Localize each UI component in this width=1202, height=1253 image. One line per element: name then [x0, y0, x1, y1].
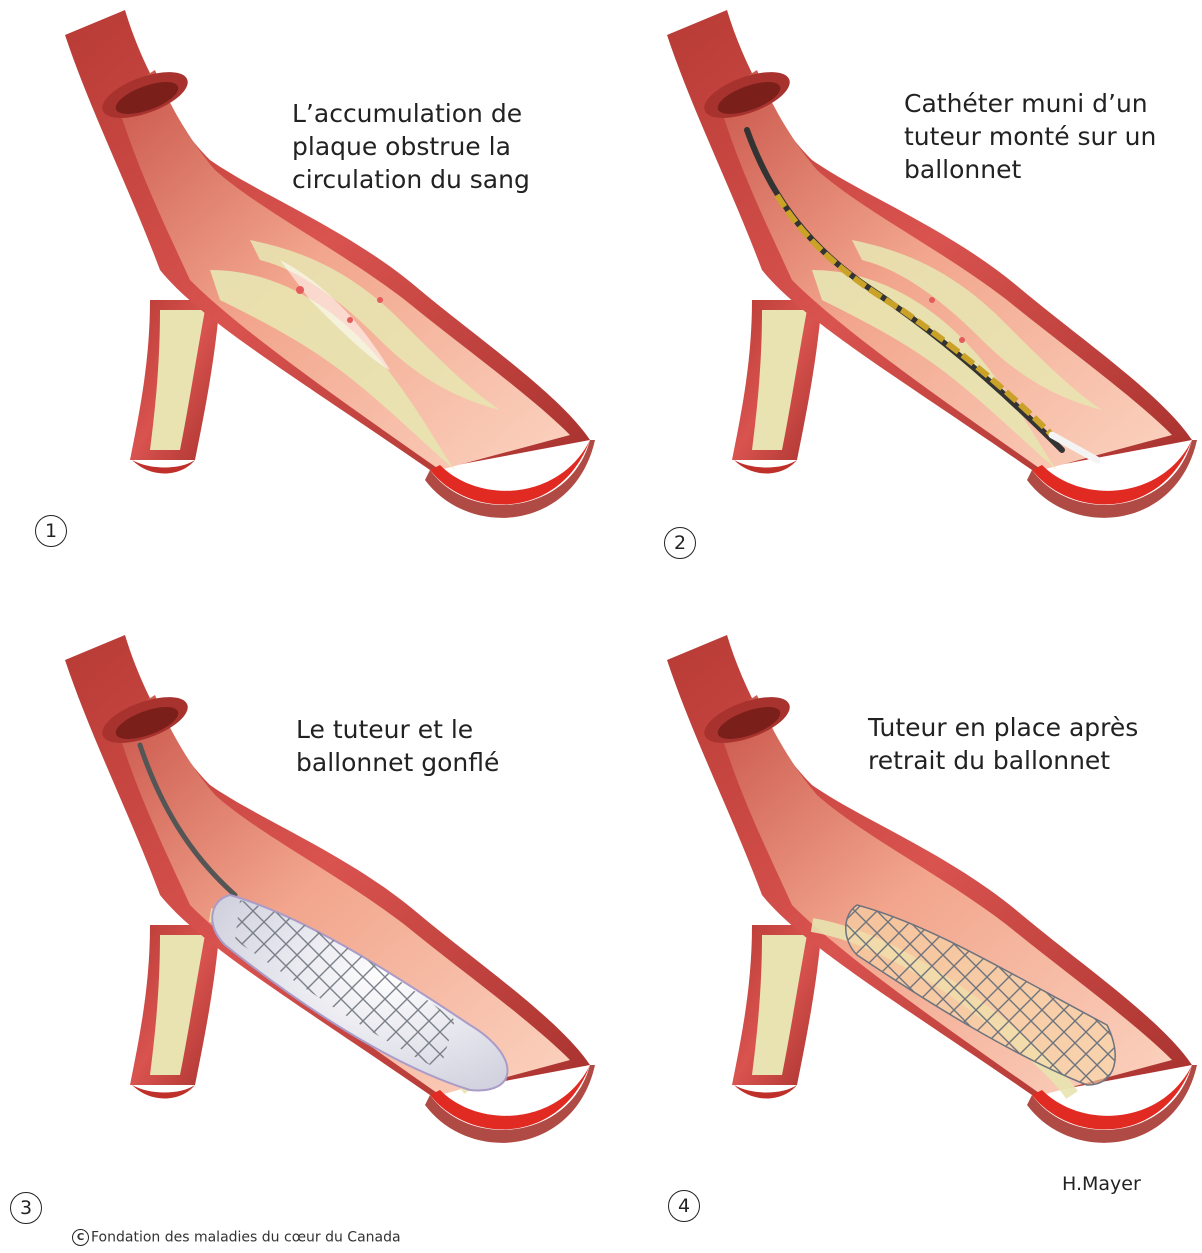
panel-4: Tuteur en place après retrait du ballonn… [602, 625, 1202, 1245]
panel-2: Cathéter muni d’un tuteur monté sur un b… [602, 0, 1202, 620]
step-number-1: 1 [35, 515, 67, 547]
step-number-4: 4 [668, 1190, 700, 1222]
caption-1: L’accumulation de plaque obstrue la circ… [292, 97, 530, 196]
caption-line: circulation du sang [292, 163, 530, 196]
caption-line: L’accumulation de [292, 97, 530, 130]
caption-2: Cathéter muni d’un tuteur monté sur un b… [904, 87, 1156, 186]
caption-line: Cathéter muni d’un [904, 87, 1156, 120]
copyright-icon: C [72, 1229, 89, 1246]
copyright-text: Fondation des maladies du cœur du Canada [91, 1230, 401, 1246]
step-number-3: 3 [10, 1192, 42, 1224]
caption-line: Le tuteur et le [296, 713, 499, 746]
artist-credit: H.Mayer [1062, 1173, 1141, 1195]
caption-line: plaque obstrue la [292, 130, 530, 163]
caption-line: Tuteur en place après [868, 711, 1138, 744]
caption-4: Tuteur en place après retrait du ballonn… [868, 711, 1138, 777]
step-number-2: 2 [664, 527, 696, 559]
artery-illustration [0, 0, 600, 620]
panel-1: L’accumulation de plaque obstrue la circ… [0, 0, 600, 620]
caption-line: tuteur monté sur un [904, 120, 1156, 153]
caption-line: ballonnet gonflé [296, 746, 499, 779]
panel-3: Le tuteur et le ballonnet gonflé 3 [0, 625, 600, 1245]
caption-3: Le tuteur et le ballonnet gonflé [296, 713, 499, 779]
caption-line: retrait du ballonnet [868, 744, 1138, 777]
caption-line: ballonnet [904, 153, 1156, 186]
